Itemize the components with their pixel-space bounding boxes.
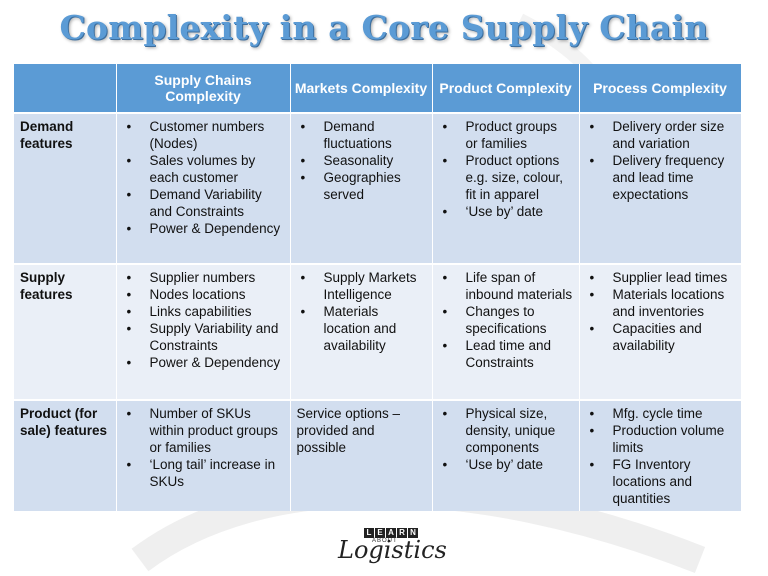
list-item: ‘Long tail’ increase in SKUs <box>123 456 284 490</box>
logo-letter-box: N <box>408 528 418 538</box>
table-cell: Service options – provided and possible <box>290 399 433 511</box>
header-process-complexity: Process Complexity <box>579 64 742 113</box>
list-item: Materials location and availability <box>297 303 426 354</box>
table-cell: Supplier numbersNodes locationsLinks cap… <box>116 263 291 400</box>
bullet-list: Demand fluctuationsSeasonalityGeographie… <box>297 118 426 203</box>
list-item: Capacities and availability <box>586 320 735 354</box>
list-item: FG Inventory locations and quantities <box>586 456 735 507</box>
list-item: Delivery frequency and lead time expecta… <box>586 152 735 203</box>
list-item: Delivery order size and variation <box>586 118 735 152</box>
page-title: Complexity in a Core Supply Chain <box>59 8 709 47</box>
list-item: Nodes locations <box>123 286 284 303</box>
list-item: Seasonality <box>297 152 426 169</box>
header-product-complexity: Product Complexity <box>432 64 580 113</box>
bullet-list: Mfg. cycle timeProduction volume limitsF… <box>586 405 735 507</box>
header-markets-complexity: Markets Complexity <box>290 64 433 113</box>
list-item: Supplier lead times <box>586 269 735 286</box>
list-item: Power & Dependency <box>123 220 284 237</box>
cell-text: Service options – provided and possible <box>296 406 401 455</box>
bullet-list: Supply Markets IntelligenceMaterials loc… <box>297 269 426 354</box>
list-item: Changes to specifications <box>439 303 573 337</box>
logo-letter-box: A <box>386 528 396 538</box>
list-item: Customer numbers (Nodes) <box>123 118 284 152</box>
list-item: Lead time and Constraints <box>439 337 573 371</box>
row-label: Supply features <box>14 263 117 400</box>
table-cell: Customer numbers (Nodes)Sales volumes by… <box>116 112 291 264</box>
list-item: Sales volumes by each customer <box>123 152 284 186</box>
logo-letter-box: L <box>364 528 374 538</box>
bullet-list: Product groups or familiesProduct option… <box>439 118 573 220</box>
list-item: Product options e.g. size, colour, fit i… <box>439 152 573 203</box>
table-cell: Supply Markets IntelligenceMaterials loc… <box>290 263 433 400</box>
table-row-supply: Supply featuresSupplier numbersNodes loc… <box>14 263 742 400</box>
table-cell: Demand fluctuationsSeasonalityGeographie… <box>290 112 433 264</box>
row-label: Demand features <box>14 112 117 264</box>
list-item: Materials locations and inventories <box>586 286 735 320</box>
list-item: Mfg. cycle time <box>586 405 735 422</box>
list-item: Production volume limits <box>586 422 735 456</box>
row-label: Product (for sale) features <box>14 399 117 511</box>
list-item: Product groups or families <box>439 118 573 152</box>
list-item: Demand fluctuations <box>297 118 426 152</box>
logo-about-text: ABOUT <box>372 538 398 544</box>
list-item: Supply Variability and Constraints <box>123 320 284 354</box>
logo-letter-box: R <box>397 528 407 538</box>
bullet-list: Customer numbers (Nodes)Sales volumes by… <box>123 118 284 237</box>
bullet-list: Supplier lead timesMaterials locations a… <box>586 269 735 354</box>
complexity-table: Supply Chains Complexity Markets Complex… <box>14 64 742 511</box>
list-item: Supplier numbers <box>123 269 284 286</box>
table-header-row: Supply Chains Complexity Markets Complex… <box>14 64 742 113</box>
table-cell: Supplier lead timesMaterials locations a… <box>579 263 742 400</box>
list-item: ‘Use by’ date <box>439 456 573 473</box>
logo-letter-box: E <box>375 528 385 538</box>
table-cell: Delivery order size and variationDeliver… <box>579 112 742 264</box>
bullet-list: Delivery order size and variationDeliver… <box>586 118 735 203</box>
bullet-list: Supplier numbersNodes locationsLinks cap… <box>123 269 284 371</box>
header-supply-chains-complexity: Supply Chains Complexity <box>116 64 291 113</box>
table-cell: Number of SKUs within product groups or … <box>116 399 291 511</box>
table-cell: Mfg. cycle timeProduction volume limitsF… <box>579 399 742 511</box>
list-item: Links capabilities <box>123 303 284 320</box>
list-item: Geographies served <box>297 169 426 203</box>
list-item: Number of SKUs within product groups or … <box>123 405 284 456</box>
table-row-product: Product (for sale) featuresNumber of SKU… <box>14 399 742 511</box>
table-cell: Physical size, density, unique component… <box>432 399 580 511</box>
list-item: Supply Markets Intelligence <box>297 269 426 303</box>
list-item: Power & Dependency <box>123 354 284 371</box>
header-corner <box>14 64 117 113</box>
bullet-list: Life span of inbound materialsChanges to… <box>439 269 573 371</box>
table-cell: Product groups or familiesProduct option… <box>432 112 580 264</box>
logo-script-text: Logistics <box>338 536 447 564</box>
list-item: Physical size, density, unique component… <box>439 405 573 456</box>
table-row-demand: Demand featuresCustomer numbers (Nodes)S… <box>14 112 742 264</box>
list-item: ‘Use by’ date <box>439 203 573 220</box>
list-item: Demand Variability and Constraints <box>123 186 284 220</box>
list-item: Life span of inbound materials <box>439 269 573 303</box>
bullet-list: Number of SKUs within product groups or … <box>123 405 284 490</box>
table-cell: Life span of inbound materialsChanges to… <box>432 263 580 400</box>
bullet-list: Physical size, density, unique component… <box>439 405 573 473</box>
